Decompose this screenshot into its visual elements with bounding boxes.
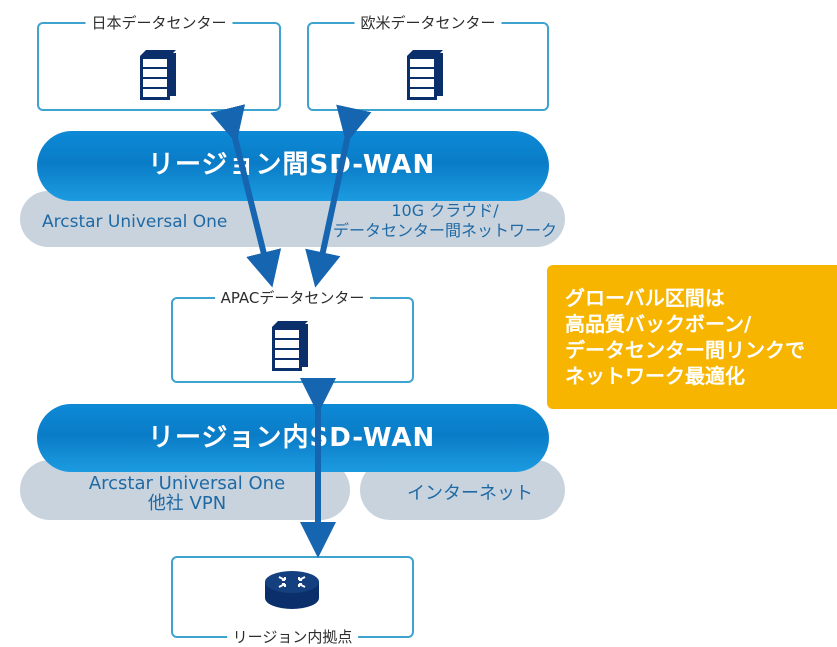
us-eu-datacenter-label: 欧米データセンター [354, 13, 502, 33]
apac-datacenter-box: APACデータセンター [171, 288, 414, 383]
inter-region-sdwan-band [37, 131, 549, 201]
intra-region-sdwan-band [37, 404, 549, 472]
intra-region-sdwan-title: リージョン内SD-WAN [148, 423, 436, 453]
inter-region-right-label-line1: 10G クラウド/ [391, 201, 499, 220]
inter-region-sdwan-title: リージョン間SD-WAN [148, 150, 436, 180]
apac-datacenter-label: APACデータセンター [214, 288, 371, 308]
optimization-callout: グローバル区間は 高品質バックボーン/ データセンター間リンクで ネットワーク最… [547, 265, 837, 409]
intra-region-right-label: インターネット [407, 483, 533, 504]
intra-region-left-label-line2: 他社 VPN [147, 493, 227, 514]
callout-line-2: 高品質バックボーン/ [565, 312, 752, 336]
callout-line-4: ネットワーク最適化 [565, 364, 745, 388]
callout-line-3: データセンター間リンクで [565, 338, 805, 362]
inter-region-right-label-line2: データセンター間ネットワーク [332, 221, 557, 240]
server-icon [272, 321, 308, 371]
intra-region-left-label-line1: Arcstar Universal One [88, 473, 286, 494]
arrow-japan-apac [210, 104, 282, 288]
server-icon [407, 50, 443, 100]
japan-datacenter-box: 日本データセンター [37, 13, 281, 111]
intra-region-left-label: Arcstar Universal One 他社 VPN [62, 474, 312, 514]
regional-site-label: リージョン内拠点 [226, 627, 359, 647]
japan-datacenter-label: 日本データセンター [85, 13, 233, 33]
arrow-useu-apac [305, 104, 372, 288]
inter-region-right-label: 10G クラウド/ データセンター間ネットワーク [330, 201, 560, 241]
callout-line-1: グローバル区間は [565, 286, 725, 310]
us-eu-datacenter-box: 欧米データセンター [307, 13, 549, 111]
regional-site-box: リージョン内拠点 [171, 556, 414, 647]
server-icon [140, 50, 176, 100]
router-icon [265, 571, 319, 609]
inter-region-left-label: Arcstar Universal One [42, 212, 228, 232]
